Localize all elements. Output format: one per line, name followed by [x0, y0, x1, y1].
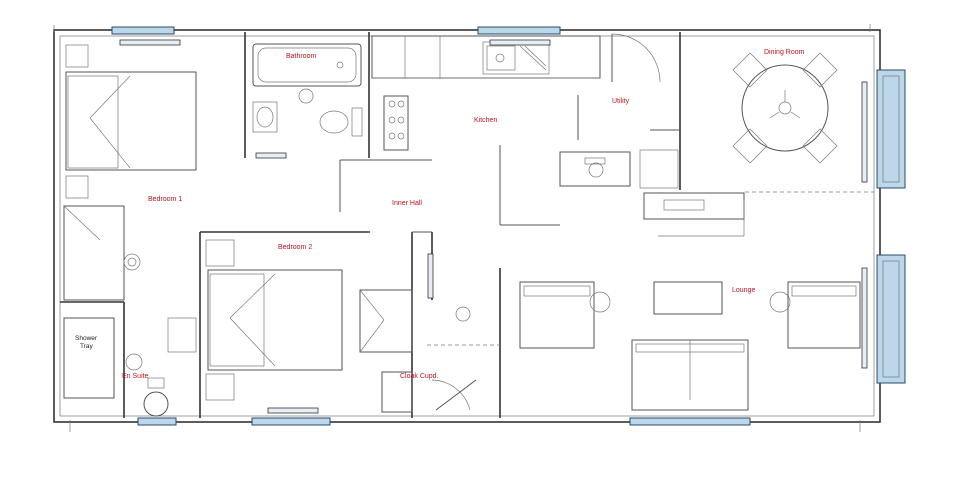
label-dining-room: Dining Room — [764, 49, 805, 56]
en-suite-fixtures — [125, 317, 197, 417]
hall-light-icon — [455, 306, 471, 322]
kitchen-units — [371, 35, 601, 79]
outer-walls — [53, 24, 881, 432]
label-kitchen: Kitchen — [474, 117, 497, 124]
lounge-lamp-right — [769, 291, 791, 313]
bedroom-2-wardrobe — [359, 289, 413, 353]
label-en-suite: En Suite — [122, 373, 149, 380]
bathroom-basin — [252, 101, 278, 133]
bedroom-2-bed — [205, 239, 343, 401]
lounge-lamp-left — [589, 291, 611, 313]
bath — [252, 43, 362, 87]
bedroom-1-bed — [65, 44, 197, 199]
label-lounge: Lounge — [732, 287, 755, 294]
breakfast-bar — [643, 192, 745, 237]
bathroom-toilet — [298, 88, 363, 137]
shower-tray — [63, 317, 115, 399]
label-utility: Utility — [612, 98, 630, 105]
label-inner-hall: Inner Hall — [392, 200, 422, 207]
bedroom-1-wardrobe — [63, 205, 141, 301]
label-shower-tray-line-1: Shower — [75, 335, 98, 342]
label-cloak-cupboard: Cloak Cupd. — [400, 373, 439, 380]
lounge-armchair-right — [787, 281, 861, 349]
bathroom-radiator — [255, 152, 287, 159]
label-bedroom-1: Bedroom 1 — [148, 196, 182, 203]
door-swings — [431, 33, 661, 411]
windows — [111, 26, 906, 426]
label-shower-tray-line-2: Tray — [80, 343, 94, 350]
utility-units — [559, 149, 679, 189]
radiators — [119, 39, 868, 414]
label-bedroom-2: Bedroom 2 — [278, 244, 312, 251]
kitchen-hob — [383, 95, 409, 151]
lounge-armchair-left — [519, 281, 595, 349]
dining-table — [732, 52, 838, 164]
lounge-coffee-table — [653, 281, 723, 315]
lounge-sofa — [631, 339, 749, 411]
cloak-cupboard — [381, 371, 413, 413]
interior-walls — [60, 32, 874, 418]
label-bathroom: Bathroom — [286, 53, 317, 60]
